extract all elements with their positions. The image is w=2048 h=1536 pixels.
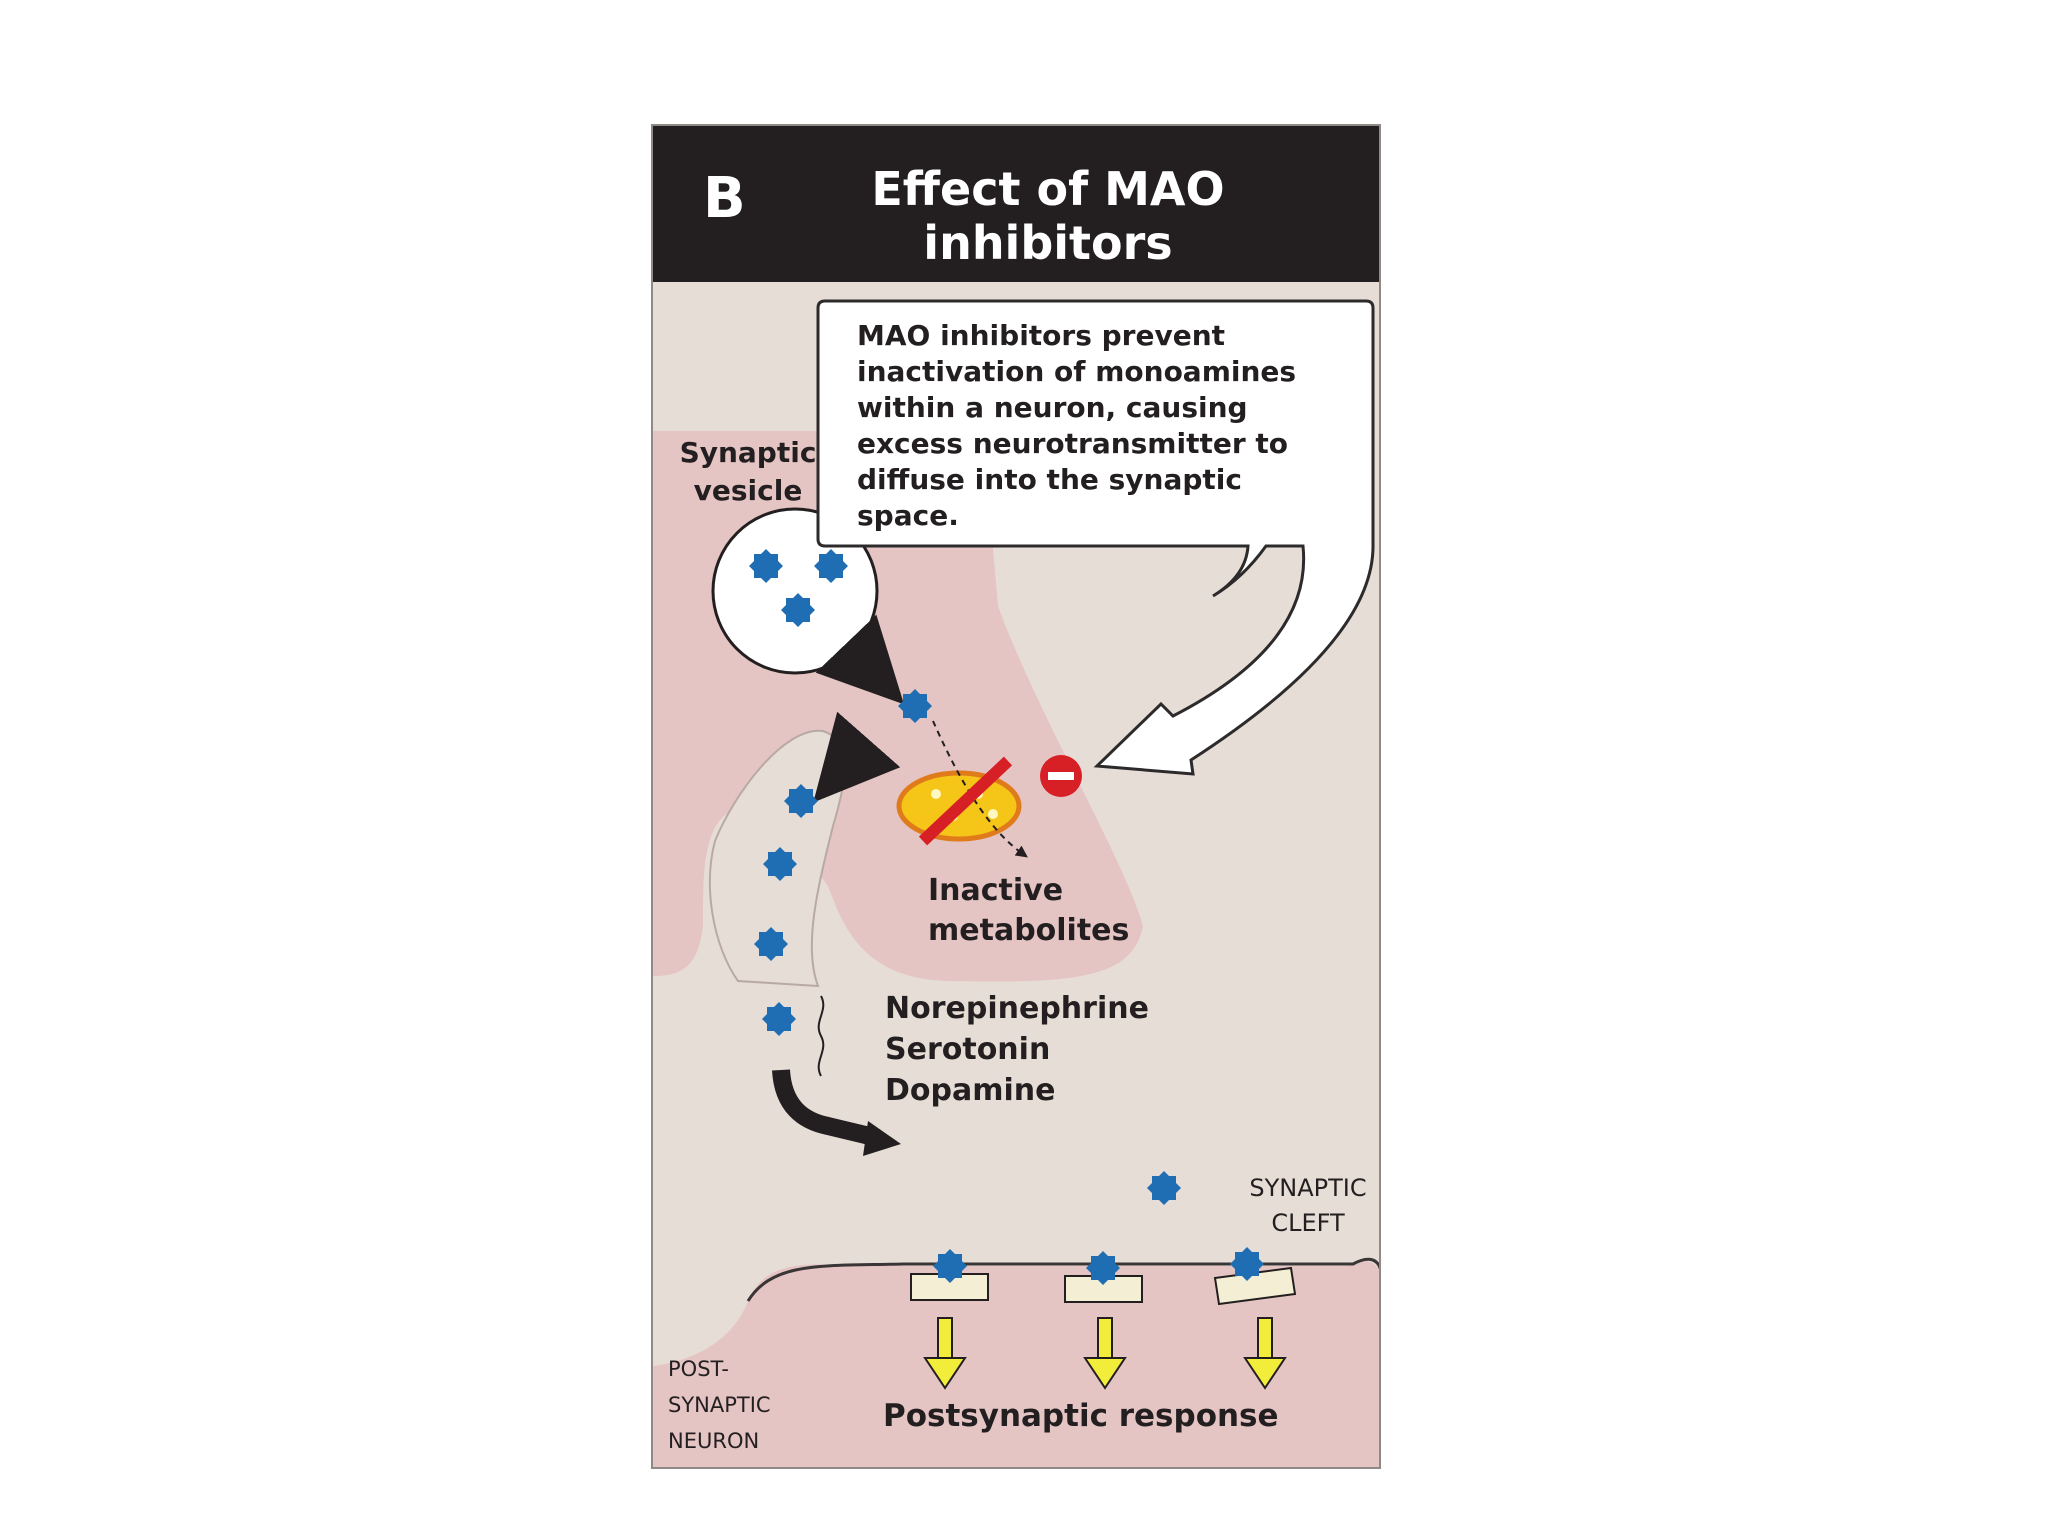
postsynaptic-neuron: [653, 1261, 1379, 1467]
postsynaptic-membrane: [746, 1257, 1379, 1302]
receptor: [1213, 1247, 1297, 1306]
diffusion-arrow: [772, 1069, 881, 1147]
header-bar: B Effect of MAO inhibitors: [653, 126, 1379, 282]
panel-letter: B: [703, 166, 746, 231]
neurotransmitter-item: Dopamine: [885, 1073, 1056, 1108]
response-arrow: [1243, 1317, 1287, 1390]
figure-title: Effect of MAO inhibitors: [871, 162, 1225, 270]
response-arrow: [923, 1317, 967, 1390]
postsynaptic-response-label: Postsynaptic response: [883, 1398, 1279, 1434]
vesicle-release-arrow: [815, 614, 905, 705]
response-arrow: [1083, 1317, 1127, 1390]
callout-box: [816, 299, 1375, 776]
receptor: [910, 1249, 989, 1301]
release-arrow-2: [813, 711, 901, 803]
neurotransmitter-list: Norepinephrine Serotonin Dopamine: [885, 988, 1149, 1111]
inhibition-bar: [918, 756, 1013, 846]
diagram-art: [653, 299, 1379, 1467]
inhibitor-minus-icon: [1040, 755, 1082, 797]
receptor: [1064, 1251, 1143, 1303]
postsynaptic-neuron-label: POST-SYNAPTIC NEURON: [668, 1357, 771, 1453]
neurotransmitter-item: Norepinephrine: [885, 991, 1149, 1026]
callout-text: MAO inhibitors prevent inactivation of m…: [857, 319, 1297, 532]
diffusion-squiggle: [817, 995, 825, 1077]
synaptic-cleft-label: SYNAPTIC CLEFT: [1249, 1174, 1367, 1237]
neurotransmitter-item: Serotonin: [885, 1032, 1051, 1067]
inactive-metabolites-label: Inactive metabolites: [928, 873, 1130, 948]
synaptic-vesicle-label: Synaptic vesicle: [679, 436, 817, 507]
figure-panel: B Effect of MAO inhibitors MAO inhibitor…: [651, 124, 1381, 1469]
